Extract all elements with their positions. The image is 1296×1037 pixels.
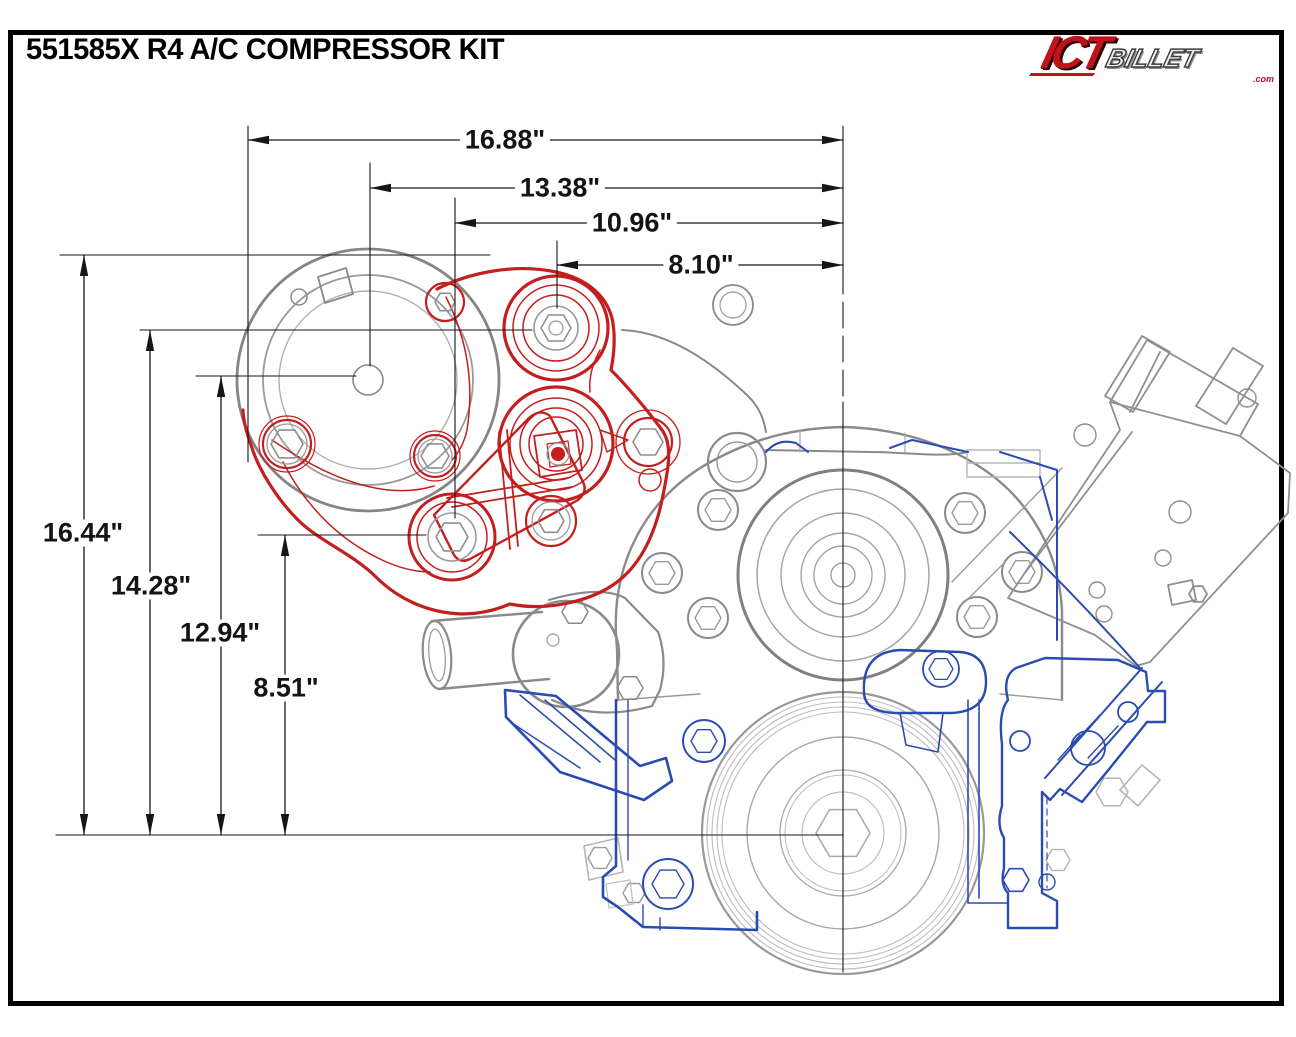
dimension-arrows (79, 135, 843, 835)
dim-label-16-44: 16.44" (37, 519, 129, 547)
kit-hardware-gray (266, 292, 664, 562)
dim-label-10-96: 10.96" (586, 209, 678, 237)
dim-label-14-28: 14.28" (105, 572, 197, 600)
dim-label-8-10: 8.10" (663, 251, 739, 279)
engine-blue-layer (503, 439, 1167, 932)
engine-gray-layer (235, 247, 1291, 976)
page-title: 551585X R4 A/C COMPRESSOR KIT (26, 33, 505, 66)
dim-label-12-94: 12.94" (174, 619, 266, 647)
dim-label-8-51: 8.51" (248, 674, 324, 702)
kit-red-layer (241, 267, 681, 616)
dim-label-16-88: 16.88" (459, 126, 551, 154)
brand-logo: ICT BILLET .com (1028, 26, 1274, 84)
dim-label-13-38: 13.38" (514, 174, 606, 202)
logo-domain-suffix: .com (1252, 74, 1274, 84)
